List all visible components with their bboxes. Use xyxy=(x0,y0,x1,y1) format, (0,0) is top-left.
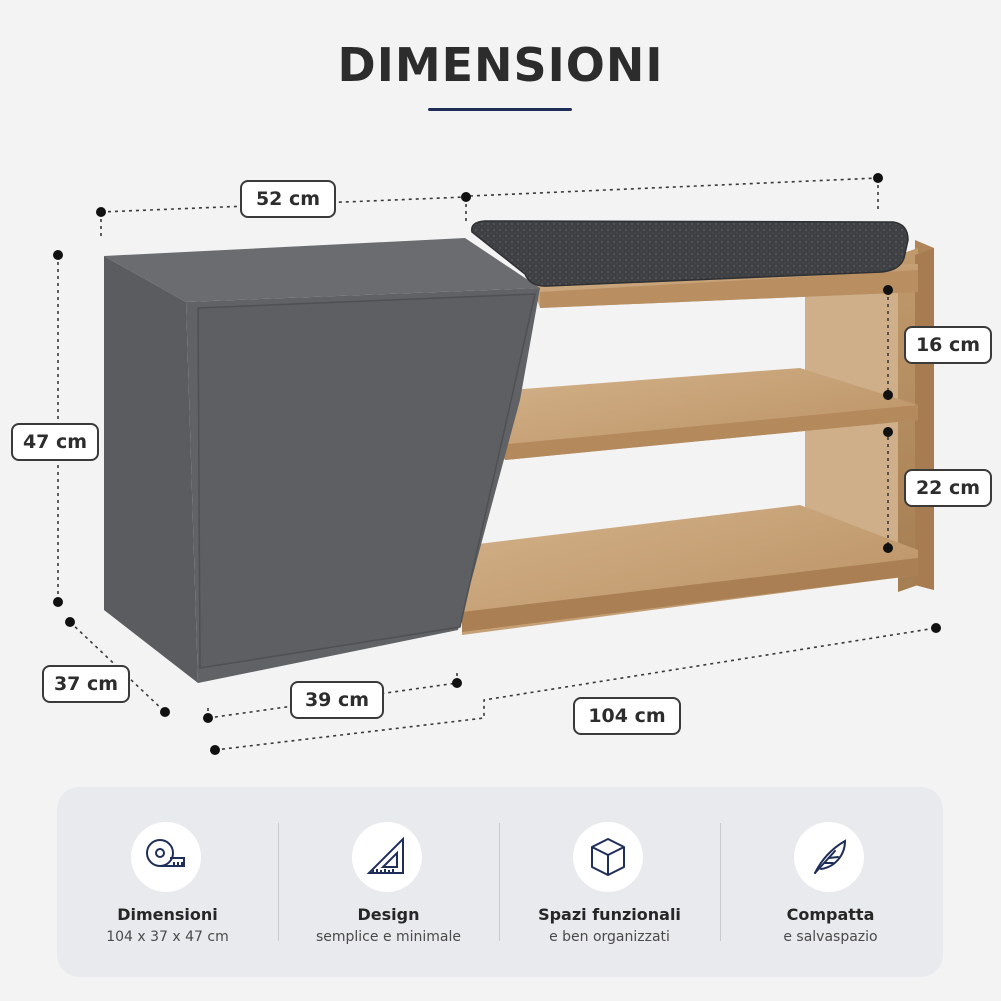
feature-subtitle: semplice e minimale xyxy=(315,929,462,945)
dimension-label-depth: 37 cm xyxy=(42,665,130,703)
wooden-shelf-unit xyxy=(462,240,934,635)
feature-subtitle: 104 x 37 x 47 cm xyxy=(106,929,229,945)
feature-title: Design xyxy=(357,905,420,924)
feature-icon-circle xyxy=(131,822,201,892)
feature-icon-circle xyxy=(352,822,422,892)
title-underline xyxy=(428,108,572,111)
feature-divider xyxy=(499,823,500,941)
feature-title: Spazi funzionali xyxy=(538,905,681,924)
dimension-label-cabinet-width: 39 cm xyxy=(290,681,384,719)
feature-functional-spaces: Spazi funzionali e ben organizzati xyxy=(499,787,720,977)
dimension-label-shelf-upper: 16 cm xyxy=(904,326,992,364)
dimension-label-height: 47 cm xyxy=(11,423,99,461)
dimension-markers xyxy=(53,173,941,755)
feature-icon-circle xyxy=(573,822,643,892)
feature-icon-circle xyxy=(794,822,864,892)
measuring-tape-icon xyxy=(146,839,185,867)
dimension-label-shelf-lower: 22 cm xyxy=(904,469,992,507)
dimension-label-top-width: 52 cm xyxy=(240,180,336,218)
box-icon xyxy=(591,838,625,876)
page-title: DIMENSIONI xyxy=(337,38,664,92)
feature-subtitle: e salvaspazio xyxy=(783,929,878,945)
feature-compact: Compatta e salvaspazio xyxy=(720,787,941,977)
feature-divider xyxy=(720,823,721,941)
feature-title: Dimensioni xyxy=(117,905,218,924)
bench-illustration xyxy=(53,173,941,755)
feather-icon xyxy=(814,839,847,874)
dimension-label-total-width: 104 cm xyxy=(573,697,681,735)
feature-dimensions: Dimensioni 104 x 37 x 47 cm xyxy=(57,787,278,977)
feature-design: Design semplice e minimale xyxy=(278,787,499,977)
features-panel: Dimensioni 104 x 37 x 47 cm Design sempl… xyxy=(57,787,943,977)
seat-cushion xyxy=(471,220,909,287)
feature-divider xyxy=(278,823,279,941)
feature-subtitle: e ben organizzati xyxy=(549,929,670,945)
set-square-icon xyxy=(366,836,404,874)
grey-cabinet xyxy=(104,238,540,683)
feature-title: Compatta xyxy=(786,905,875,924)
